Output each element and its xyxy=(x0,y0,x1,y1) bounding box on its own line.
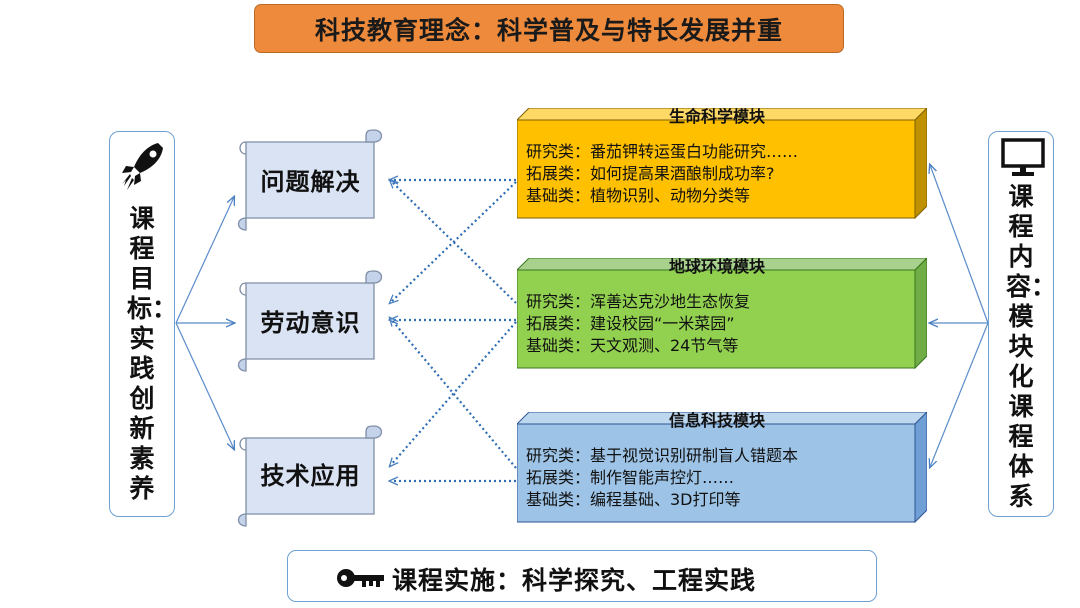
goal-scroll-tech-application: 技术应用 xyxy=(232,420,387,527)
cross-link-earth-tech xyxy=(390,321,517,466)
module-line-basic: 基础类：编程基础、3D打印等 xyxy=(526,490,741,509)
module-info-tech: 信息科技模块 研究类：基于视觉识别研制盲人错题本 拓展类：制作智能声控灯…… 基… xyxy=(517,411,927,524)
module-title: 生命科学模块 xyxy=(668,107,765,126)
goal-connector-3 xyxy=(175,322,234,449)
cross-link-life-labor xyxy=(390,181,517,303)
module-life-science: 生命科学模块 研究类：番茄钾转运蛋白功能研究…… 拓展类：如何提高果酒酿制成功率… xyxy=(517,107,927,220)
course-content-text: 课程内容：模块化课程体系 xyxy=(1006,182,1057,511)
module-line-extension: 拓展类：建设校园“一米菜园” xyxy=(526,314,735,333)
course-goal-text: 课程目标：实践创新素养 xyxy=(127,204,178,503)
rocket-icon xyxy=(122,143,163,190)
module-earth-environment: 地球环境模块 研究类：浑善达克沙地生态恢复 拓展类：建设校园“一米菜园” 基础类… xyxy=(517,257,927,370)
page-title: 科技教育理念：科学普及与特长发展并重 xyxy=(254,4,844,53)
goal-label: 问题解决 xyxy=(260,168,361,196)
key-icon xyxy=(337,569,384,587)
cross-link-earth-problem xyxy=(390,180,517,304)
module-connector-1 xyxy=(930,165,989,324)
module-connector-3 xyxy=(930,322,989,467)
monitor-icon xyxy=(1001,138,1045,176)
course-content-panel: 课程内容：模块化课程体系 xyxy=(988,131,1057,517)
module-lines: 研究类：浑善达克沙地生态恢复 拓展类：建设校园“一米菜园” 基础类：天文观测、2… xyxy=(526,291,906,357)
module-line-research: 研究类：基于视觉识别研制盲人错题本 xyxy=(526,446,799,465)
goal-connector-1 xyxy=(175,197,234,324)
module-line-basic: 基础类：天文观测、24节气等 xyxy=(526,336,739,355)
course-goal-panel: 课程目标：实践创新素养 xyxy=(109,131,178,517)
module-title: 地球环境模块 xyxy=(668,257,765,276)
course-implementation-box: 课程实施：科学探究、工程实践 xyxy=(287,550,877,602)
module-line-extension: 拓展类：如何提高果酒酿制成功率? xyxy=(526,164,775,183)
module-line-extension: 拓展类：制作智能声控灯…… xyxy=(526,468,735,487)
course-implementation-text: 课程实施：科学探究、工程实践 xyxy=(392,566,757,595)
cross-link-info-labor xyxy=(390,318,517,469)
goal-label: 技术应用 xyxy=(260,462,361,490)
module-line-basic: 基础类：植物识别、动物分类等 xyxy=(526,186,751,205)
goal-scroll-problem-solving: 问题解决 xyxy=(232,124,387,231)
module-line-research: 研究类：浑善达克沙地生态恢复 xyxy=(526,292,751,311)
module-line-research: 研究类：番茄钾转运蛋白功能研究…… xyxy=(526,142,799,161)
module-title: 信息科技模块 xyxy=(668,411,765,430)
goal-label: 劳动意识 xyxy=(260,309,361,337)
module-lines: 研究类：基于视觉识别研制盲人错题本 拓展类：制作智能声控灯…… 基础类：编程基础… xyxy=(526,445,906,511)
module-lines: 研究类：番茄钾转运蛋白功能研究…… 拓展类：如何提高果酒酿制成功率? 基础类：植… xyxy=(526,141,906,207)
goal-scroll-labor-awareness: 劳动意识 xyxy=(232,265,387,372)
